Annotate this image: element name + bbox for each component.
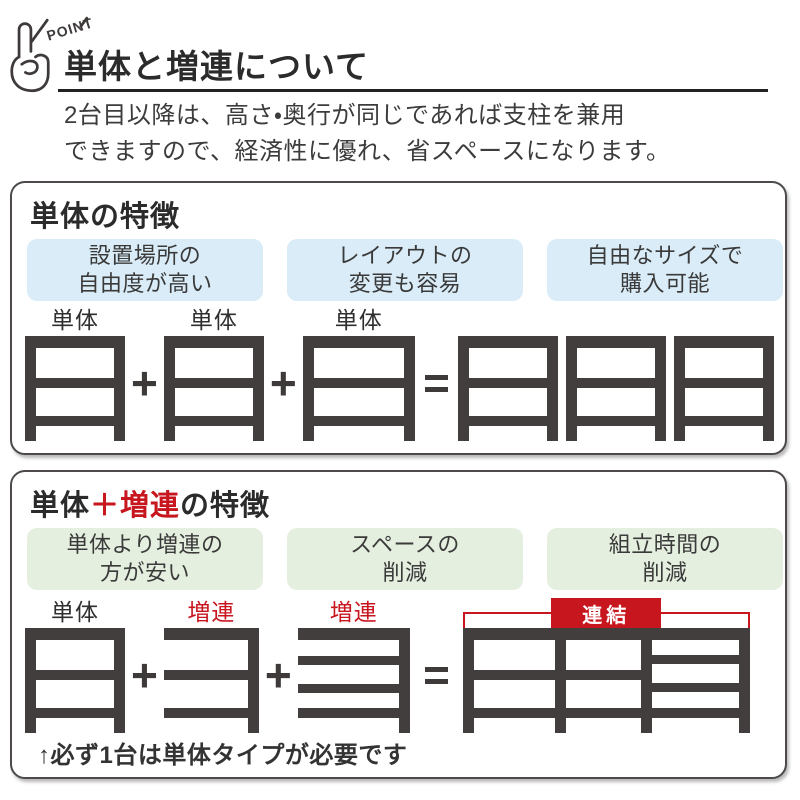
unit-label: 増連 [187,599,236,625]
plus-sign: + [269,357,297,409]
equals-sign [424,375,448,392]
pill-line: 変更も容易 [348,271,462,296]
connection-bracket: 連結 [462,598,750,628]
pill-line: 組立時間の [608,532,722,557]
pill-line: 設置場所の [88,243,202,268]
title-part: の特徴 [180,490,271,522]
addon-shelf-icon [163,628,259,733]
unit-label: 単体 [51,307,99,333]
standalone-shelf-icon [302,336,415,441]
page-description: 2台目以降は、高さ・奥行が同じであれば支柱を兼用 できますので、経済性に優れ、省… [64,98,671,170]
pill-line: 方が安い [99,560,190,585]
pill-line: 削減 [382,560,428,585]
unit-label: 単体 [51,599,99,625]
requirement-note: ↑必ず1台は単体タイプが必要です [38,742,408,769]
pointing-hand-icon [10,22,50,93]
addon-diagram: 単体 + 増連 + 増連 [25,598,750,733]
equals-sign [424,667,448,684]
feature-pill: 単体より増連の 方が安い [27,528,263,590]
title-part-red: ＋増連 [90,490,181,522]
standalone-shelf-icon [25,336,125,441]
standalone-feature-pills: 設置場所の 自由度が高い レイアウトの 変更も容易 自由なサイズで 購入可能 [27,239,783,301]
unit-label: 単体 [189,307,238,333]
pill-line: 自由なサイズで [586,243,744,268]
standalone-result-shelves [457,336,774,441]
addon-section-title: 単体＋増連の特徴 [30,482,270,524]
plus-sign: + [131,649,158,701]
shelf-unit: 単体 [163,307,264,441]
title-part: 単体 [30,490,91,522]
pill-line: 自由度が高い [77,271,213,296]
combined-shelf-icon [462,628,750,733]
plus-sign: + [131,357,158,409]
addon-shelf-icon [297,628,410,733]
page-title: 単体と増連について [64,48,370,85]
standalone-shelf-icon [457,336,558,441]
standalone-section-title: 単体の特徴 [30,201,181,233]
title-underline [58,89,768,92]
shelf-unit: 増連 [163,599,259,733]
description-line: できますので、経済性に優れ、省スペースになります。 [64,138,671,165]
standalone-section-card: 単体の特徴 設置場所の 自由度が高い レイアウトの 変更も容易 自由なサイズで … [10,181,787,455]
shelf-unit: 増連 [297,599,410,733]
addon-section-card: 単体＋増連の特徴 単体より増連の 方が安い スペースの 削減 組立時間の 削減 … [10,470,787,779]
unit-label: 単体 [334,307,383,333]
standalone-shelf-icon [673,336,774,441]
feature-pill: レイアウトの 変更も容易 [287,239,523,301]
pill-line: スペースの [350,532,460,557]
pill-line: 削減 [642,560,688,585]
shelf-unit: 単体 [302,307,415,441]
description-line: 2台目以降は、高さ・奥行が同じであれば支柱を兼用 [64,102,626,129]
addon-feature-pills: 単体より増連の 方が安い スペースの 削減 組立時間の 削減 [27,528,783,590]
standalone-shelf-icon [163,336,264,441]
feature-pill: 設置場所の 自由度が高い [27,239,263,301]
pill-line: 購入可能 [619,271,710,296]
feature-pill: 自由なサイズで 購入可能 [547,239,783,301]
unit-label: 増連 [329,599,378,625]
plus-sign: + [264,649,292,701]
connection-badge: 連結 [551,598,662,628]
standalone-diagram: 単体 + 単体 + 単体 [25,307,774,441]
pill-line: レイアウトの [337,243,473,268]
standalone-shelf-icon [565,336,666,441]
shelf-unit: 単体 [25,599,125,733]
feature-pill: スペースの 削減 [287,528,523,590]
pill-line: 単体より増連の [66,532,224,557]
combined-unit: 連結 [462,598,750,733]
standalone-shelf-icon [25,628,125,733]
shelf-unit: 単体 [25,307,125,441]
feature-pill: 組立時間の 削減 [547,528,783,590]
